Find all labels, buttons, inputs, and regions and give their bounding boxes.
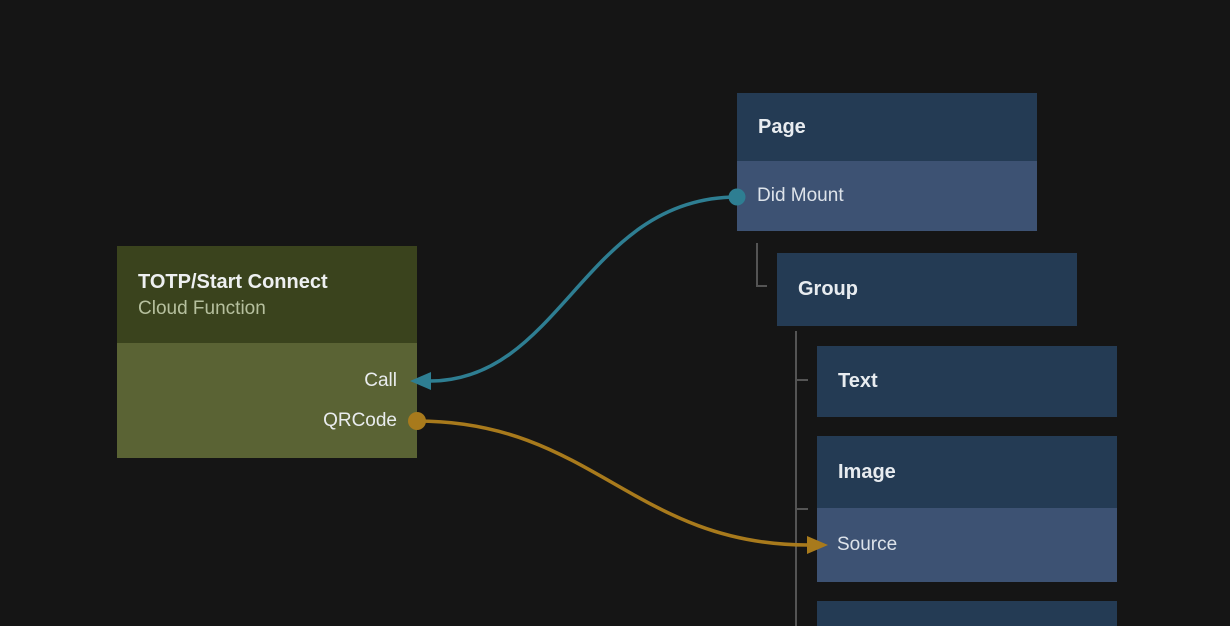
cloud-function-node[interactable]: TOTP/Start Connect Cloud Function Call Q…	[117, 246, 417, 458]
did-mount-label: Did Mount	[757, 185, 844, 206]
edge-did-mount-to-call[interactable]	[429, 195, 738, 383]
page-node-header[interactable]: Page	[737, 93, 1037, 161]
cloud-function-subtitle: Cloud Function	[138, 298, 266, 319]
widget-node-image[interactable]: Image Source	[817, 436, 1117, 582]
widget-node-text[interactable]: Text	[817, 346, 1117, 417]
image-source-row[interactable]: Source	[817, 508, 1117, 582]
page-did-mount-row[interactable]: Did Mount	[737, 161, 1037, 231]
text-node-title: Text	[838, 370, 878, 392]
source-label: Source	[837, 534, 898, 555]
tree-connector-page-group	[756, 243, 767, 287]
port-qrcode[interactable]: QRCode	[323, 410, 397, 431]
widget-node-group[interactable]: Group	[777, 253, 1077, 326]
widget-node-partial[interactable]	[817, 601, 1117, 626]
cloud-function-title: TOTP/Start Connect	[138, 271, 328, 293]
image-node-header[interactable]: Image	[817, 436, 1117, 508]
did-mount-port-dot[interactable]	[728, 188, 746, 206]
widget-node-page[interactable]: Page Did Mount	[737, 93, 1037, 231]
cloud-function-header: TOTP/Start Connect Cloud Function	[117, 246, 417, 343]
qrcode-port-dot[interactable]	[408, 412, 426, 430]
cloud-function-ports: Call QRCode	[117, 343, 417, 458]
group-node-title: Group	[798, 278, 858, 300]
edge-qrcode-to-source[interactable]	[416, 419, 809, 547]
port-call[interactable]: Call	[364, 370, 397, 391]
image-node-title: Image	[838, 460, 896, 483]
page-node-title: Page	[758, 115, 806, 138]
